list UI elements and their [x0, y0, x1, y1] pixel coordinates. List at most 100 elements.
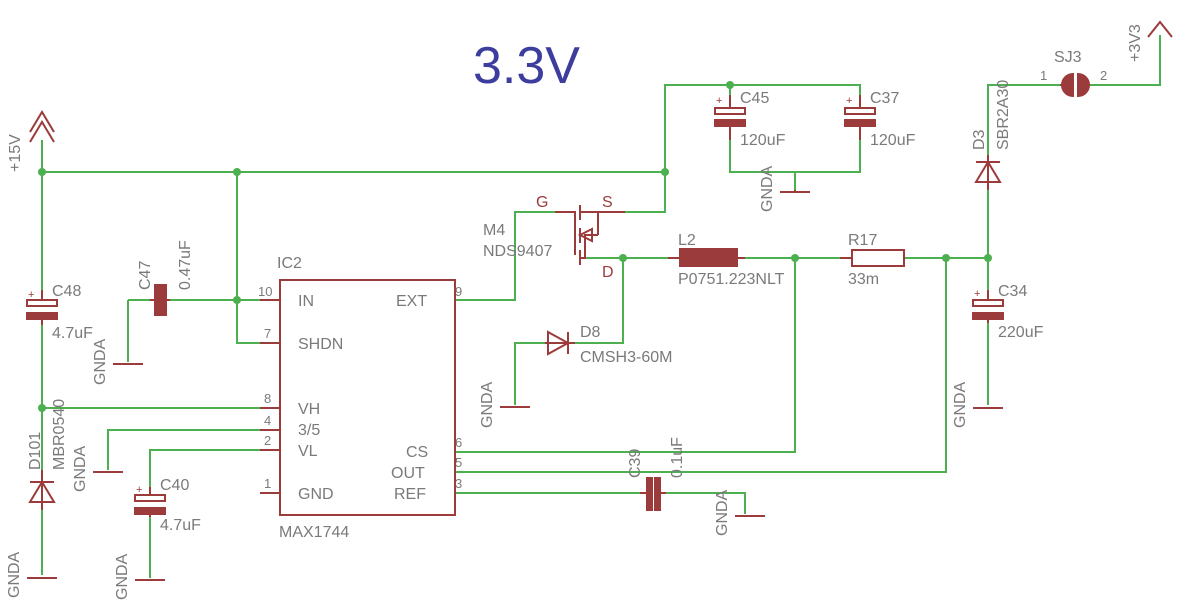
pin-name: GND — [298, 486, 334, 503]
junction — [661, 168, 669, 176]
wires — [41, 35, 1161, 578]
gnd-d8: GNDA — [479, 381, 530, 428]
d8-ref: D8 — [580, 324, 601, 341]
resistor-r17: R17 33m — [840, 232, 905, 288]
junctions — [38, 81, 992, 412]
junction — [984, 254, 992, 262]
pin-num: 2 — [264, 433, 271, 448]
gnd-d101: GNDA — [6, 551, 57, 598]
d3-ref: D3 — [971, 129, 988, 150]
m4-drain-label: D — [602, 264, 614, 281]
c34-value: 220uF — [998, 324, 1044, 341]
c47-ref: C47 — [137, 261, 154, 290]
polarity-mark: + — [716, 95, 722, 107]
polarity-mark: + — [974, 288, 980, 300]
gnd-35: GNDA — [72, 445, 123, 492]
pin-num: 4 — [264, 413, 271, 428]
gnd-label: GNDA — [92, 338, 109, 385]
pin-name: 3/5 — [298, 422, 320, 439]
d3-value: SBR2A30 — [995, 80, 1012, 150]
solder-jumper-sj3: SJ3 1 2 — [1040, 49, 1107, 98]
c45-ref: C45 — [740, 90, 769, 107]
pin-num: 10 — [258, 284, 272, 299]
diode-d101: D101 MBR0540 — [27, 399, 68, 510]
capacitor-c48: + C48 4.7uF — [26, 283, 93, 342]
c48-ref: C48 — [52, 283, 81, 300]
ic2-value: MAX1744 — [279, 524, 349, 541]
capacitor-c39: C39 0.1uF — [627, 437, 686, 511]
pin-num: 5 — [455, 455, 462, 470]
pin-name: REF — [394, 486, 426, 503]
pin-num: 8 — [264, 391, 271, 406]
d8-value: CMSH3-60M — [580, 349, 672, 366]
gnd-label: GNDA — [714, 489, 731, 536]
m4-source-label: S — [602, 194, 613, 211]
c39-value: 0.1uF — [669, 437, 686, 478]
pin-num: 9 — [455, 284, 462, 299]
polarity-mark: + — [28, 289, 34, 301]
junction — [233, 296, 241, 304]
pin-name: CS — [406, 444, 428, 461]
junction — [38, 168, 46, 176]
junction — [38, 404, 46, 412]
pin-name: SHDN — [298, 336, 343, 353]
m4-value: NDS9407 — [483, 243, 552, 260]
pin-name: VH — [298, 401, 320, 418]
junction — [791, 254, 799, 262]
d101-ref: D101 — [27, 432, 44, 470]
pin-name: OUT — [391, 465, 425, 482]
inductor-l2: L2 P0751.223NLT — [668, 232, 785, 288]
plus15-supply: +15V — [7, 110, 55, 172]
c34-ref: C34 — [998, 283, 1027, 300]
plus3v3-label: +3V3 — [1127, 24, 1144, 62]
diagram-title: 3.3V — [473, 37, 580, 95]
capacitor-c34: + C34 220uF — [972, 283, 1044, 341]
c40-ref: C40 — [160, 477, 189, 494]
gnd-c34: GNDA — [952, 381, 1003, 428]
r17-value: 33m — [848, 271, 879, 288]
pin-num: 7 — [264, 326, 271, 341]
c47-value: 0.47uF — [177, 240, 194, 290]
gnd-label: GNDA — [6, 551, 23, 598]
gnd-c40: GNDA — [114, 553, 165, 600]
gnd-label: GNDA — [72, 445, 89, 492]
junction — [233, 168, 241, 176]
pin-name: EXT — [396, 293, 427, 310]
c40-value: 4.7uF — [160, 517, 201, 534]
c37-value: 120uF — [870, 132, 916, 149]
junction — [942, 254, 950, 262]
c45-value: 120uF — [740, 132, 786, 149]
sj3-ref: SJ3 — [1054, 49, 1082, 66]
diode-d3: D3 SBR2A30 — [971, 80, 1012, 190]
plus15-label: +15V — [7, 134, 24, 172]
junction — [619, 254, 627, 262]
gnd-label: GNDA — [759, 165, 776, 212]
ic2-max1744: IC2 MAX1744 10 IN 7 SHDN 8 VH 4 3/5 2 VL… — [258, 255, 462, 541]
diode-d8: D8 CMSH3-60M — [545, 324, 672, 366]
l2-ref: L2 — [678, 232, 696, 249]
ic2-ref: IC2 — [277, 255, 302, 272]
pin-num: 6 — [455, 435, 462, 450]
sj3-pin2: 2 — [1100, 68, 1107, 83]
c48-value: 4.7uF — [52, 325, 93, 342]
l2-value: P0751.223NLT — [678, 271, 785, 288]
capacitor-c45: + C45 120uF — [714, 90, 786, 149]
ic2-body — [279, 279, 456, 516]
polarity-mark: + — [846, 95, 852, 107]
d101-value: MBR0540 — [51, 399, 68, 470]
m4-gate-label: G — [536, 194, 548, 211]
mosfet-m4: G S D M4 NDS9407 — [483, 194, 625, 281]
pin-name: VL — [298, 443, 318, 460]
gnd-c45-c37: GNDA — [759, 165, 810, 212]
junction — [726, 81, 734, 89]
r17-ref: R17 — [848, 232, 877, 249]
gnd-label: GNDA — [114, 553, 131, 600]
capacitor-c47: C47 0.47uF — [137, 240, 194, 316]
capacitor-c37: + C37 120uF — [844, 90, 916, 149]
pin-num: 3 — [455, 476, 462, 491]
plus3v3-supply: +3V3 — [1127, 20, 1173, 62]
m4-ref: M4 — [483, 222, 505, 239]
gnd-label: GNDA — [479, 381, 496, 428]
sj3-pin1: 1 — [1040, 68, 1047, 83]
gnd-c47: GNDA — [92, 338, 143, 385]
